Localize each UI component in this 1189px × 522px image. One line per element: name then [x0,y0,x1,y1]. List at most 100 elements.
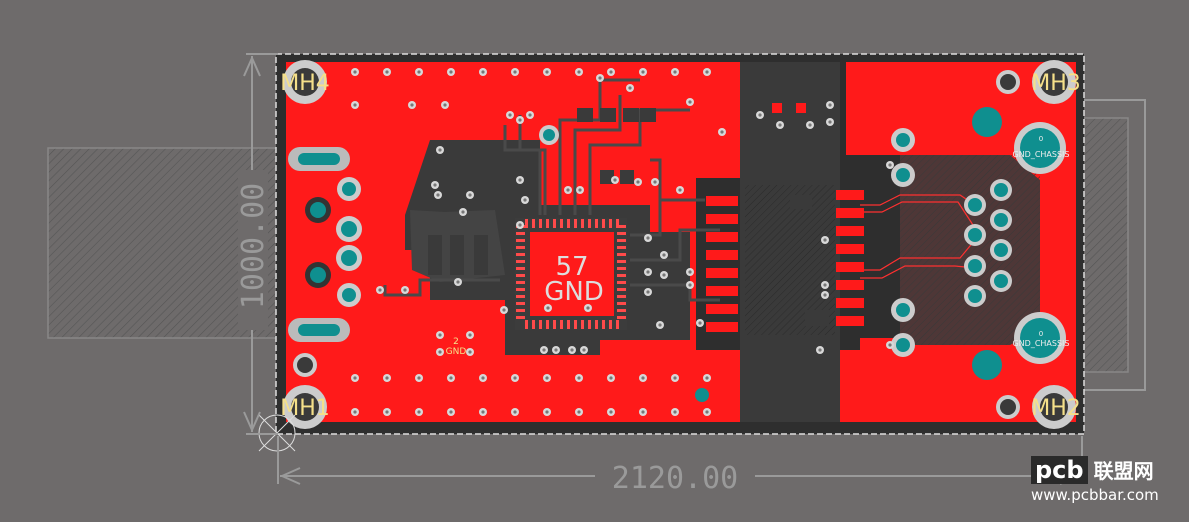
qfn-pin [516,274,525,277]
qfn-pin [617,225,626,228]
via-drill [545,70,549,74]
via-drill [353,103,357,107]
via-drill [353,70,357,74]
via-drill [449,70,453,74]
qfn-pin [516,232,525,235]
qfn-pin [516,260,525,263]
via-drill [403,288,407,292]
chassis-bottom-label: GND_CHASSIS [1012,339,1069,348]
qfn-pin [602,320,605,329]
via-drill [582,348,586,352]
mh4-label: MH4 [280,71,330,96]
via-drill [578,188,582,192]
via-drill [545,410,549,414]
via-drill [641,410,645,414]
via-drill [828,120,832,124]
mounting-hole-mh3[interactable]: MH3 [996,60,1081,104]
qfn-pin [617,253,626,256]
qfn-pin [581,320,584,329]
small-two-label: 2 [453,337,459,347]
qfn-pin [516,246,525,249]
via-drill [353,410,357,414]
via-drill [613,178,617,182]
chassis-top-zero: 0 [1039,135,1043,143]
via-drill [705,70,709,74]
rj45-connector-outline [1081,117,1129,373]
via-drill [518,118,522,122]
qfn-pin [609,320,612,329]
qfn-pin [532,320,535,329]
via-drill [513,70,517,74]
top-small-pads [772,103,806,113]
via-drill [828,103,832,107]
via-drill [528,113,532,117]
via-drill [662,273,666,277]
qfn-pin [617,281,626,284]
via-drill [542,348,546,352]
via-drill [449,410,453,414]
via-drill [417,410,421,414]
qfn-pin [617,239,626,242]
qfn-pin [581,219,584,228]
qfn-pin [602,219,605,228]
via-drill [385,410,389,414]
smd-components [428,108,829,326]
small-gnd-label: GND [446,347,467,357]
via-drill [546,306,550,310]
qfn-pin [574,320,577,329]
qfn-pin [617,274,626,277]
watermark-name: 联盟网 [1093,459,1154,483]
via-drill [577,376,581,380]
qfn-pin [609,219,612,228]
via-drill [609,376,613,380]
qfn-pin [617,260,626,263]
qfn-pin [616,219,619,228]
rj45-pins [891,107,1012,380]
qfn-pin [560,320,563,329]
via-drill [641,376,645,380]
mounting-hole-mh4[interactable]: MH4 [280,60,330,104]
via-drill [688,283,692,287]
via-drill [438,333,442,337]
qfn-pin [539,219,542,228]
via-drill [566,188,570,192]
via-drill [436,193,440,197]
qfn-pin [617,302,626,305]
qfn-pin [525,219,528,228]
via-drill [513,410,517,414]
qfn-pin [553,219,556,228]
via-drill [888,163,892,167]
qfn-pin [525,320,528,329]
via-drill [523,198,527,202]
qfn-pin [617,288,626,291]
qfn-pin [617,267,626,270]
mounting-hole-mh1[interactable]: MH1 [280,353,330,429]
chip-net-label: GND [544,277,604,307]
qfn-pin [516,302,525,305]
watermark-brand: pcb [1031,455,1088,484]
via-drill [641,70,645,74]
qfn-pin [546,320,549,329]
via-drill [688,270,692,274]
width-dimension-value: 2120.00 [612,461,738,496]
mounting-hole-mh2[interactable]: MH2 [996,385,1081,429]
via-drill [698,321,702,325]
via-drill [577,410,581,414]
chassis-ground-pads [1014,122,1066,364]
via-drill [658,323,662,327]
watermark: pcb 联盟网 www.pcbbar.com [1031,455,1183,504]
qfn-pins [516,219,626,329]
qfn-pin [595,219,598,228]
qfn-pin [553,320,556,329]
qfn-pin [617,316,626,319]
chip-pin-count: 57 [555,252,588,282]
via-drill [823,238,827,242]
qfn-pin [539,320,542,329]
via-drill [609,70,613,74]
via-drill [468,193,472,197]
via-drill [433,183,437,187]
via-drill [545,376,549,380]
usb-signal-pads [305,177,362,307]
